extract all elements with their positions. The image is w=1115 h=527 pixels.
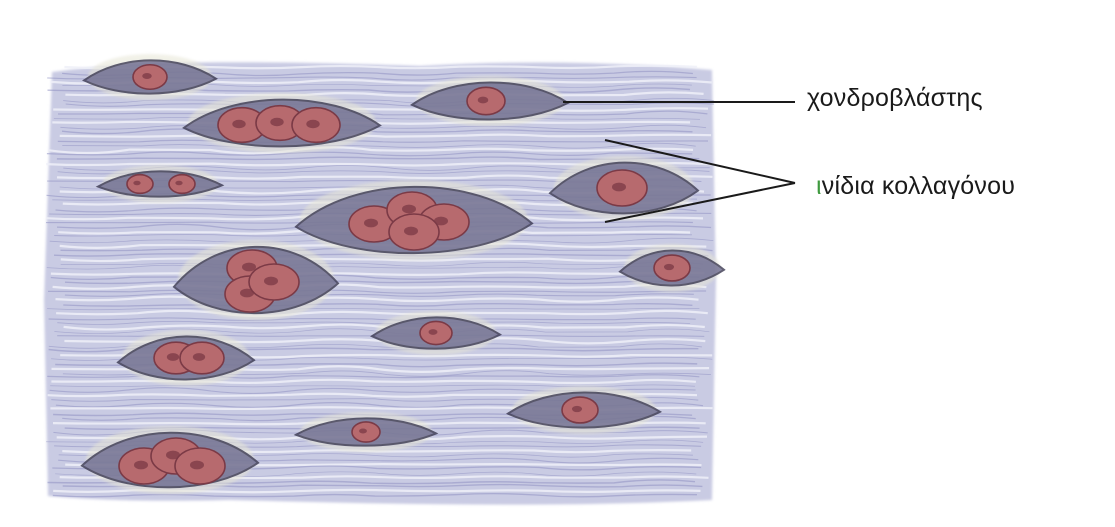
nucleolus [429,329,438,335]
nucleolus [270,118,283,126]
collagen-label-rest: νίδια κολλαγόνου [822,172,1015,200]
nucleolus [359,429,367,434]
nucleolus [364,219,378,228]
nucleolus [190,461,204,470]
nucleolus [242,263,256,272]
nucleolus [167,353,179,361]
nucleolus [404,227,418,236]
nucleolus [402,205,416,214]
nucleolus [133,181,140,186]
nucleolus [142,73,152,79]
nucleolus [664,264,674,270]
nucleolus [612,183,626,192]
nucleolus [232,120,245,128]
nucleolus [134,461,148,470]
nucleolus [264,277,278,286]
collagen-fibers-label: ινίδια κολλαγόνου [816,172,1015,201]
nucleolus [306,120,319,128]
nucleolus [193,353,205,361]
nucleolus [572,406,582,412]
nucleolus [478,97,489,104]
nucleolus [175,181,182,186]
chondroblast-label: χονδροβλάστης [807,84,983,113]
